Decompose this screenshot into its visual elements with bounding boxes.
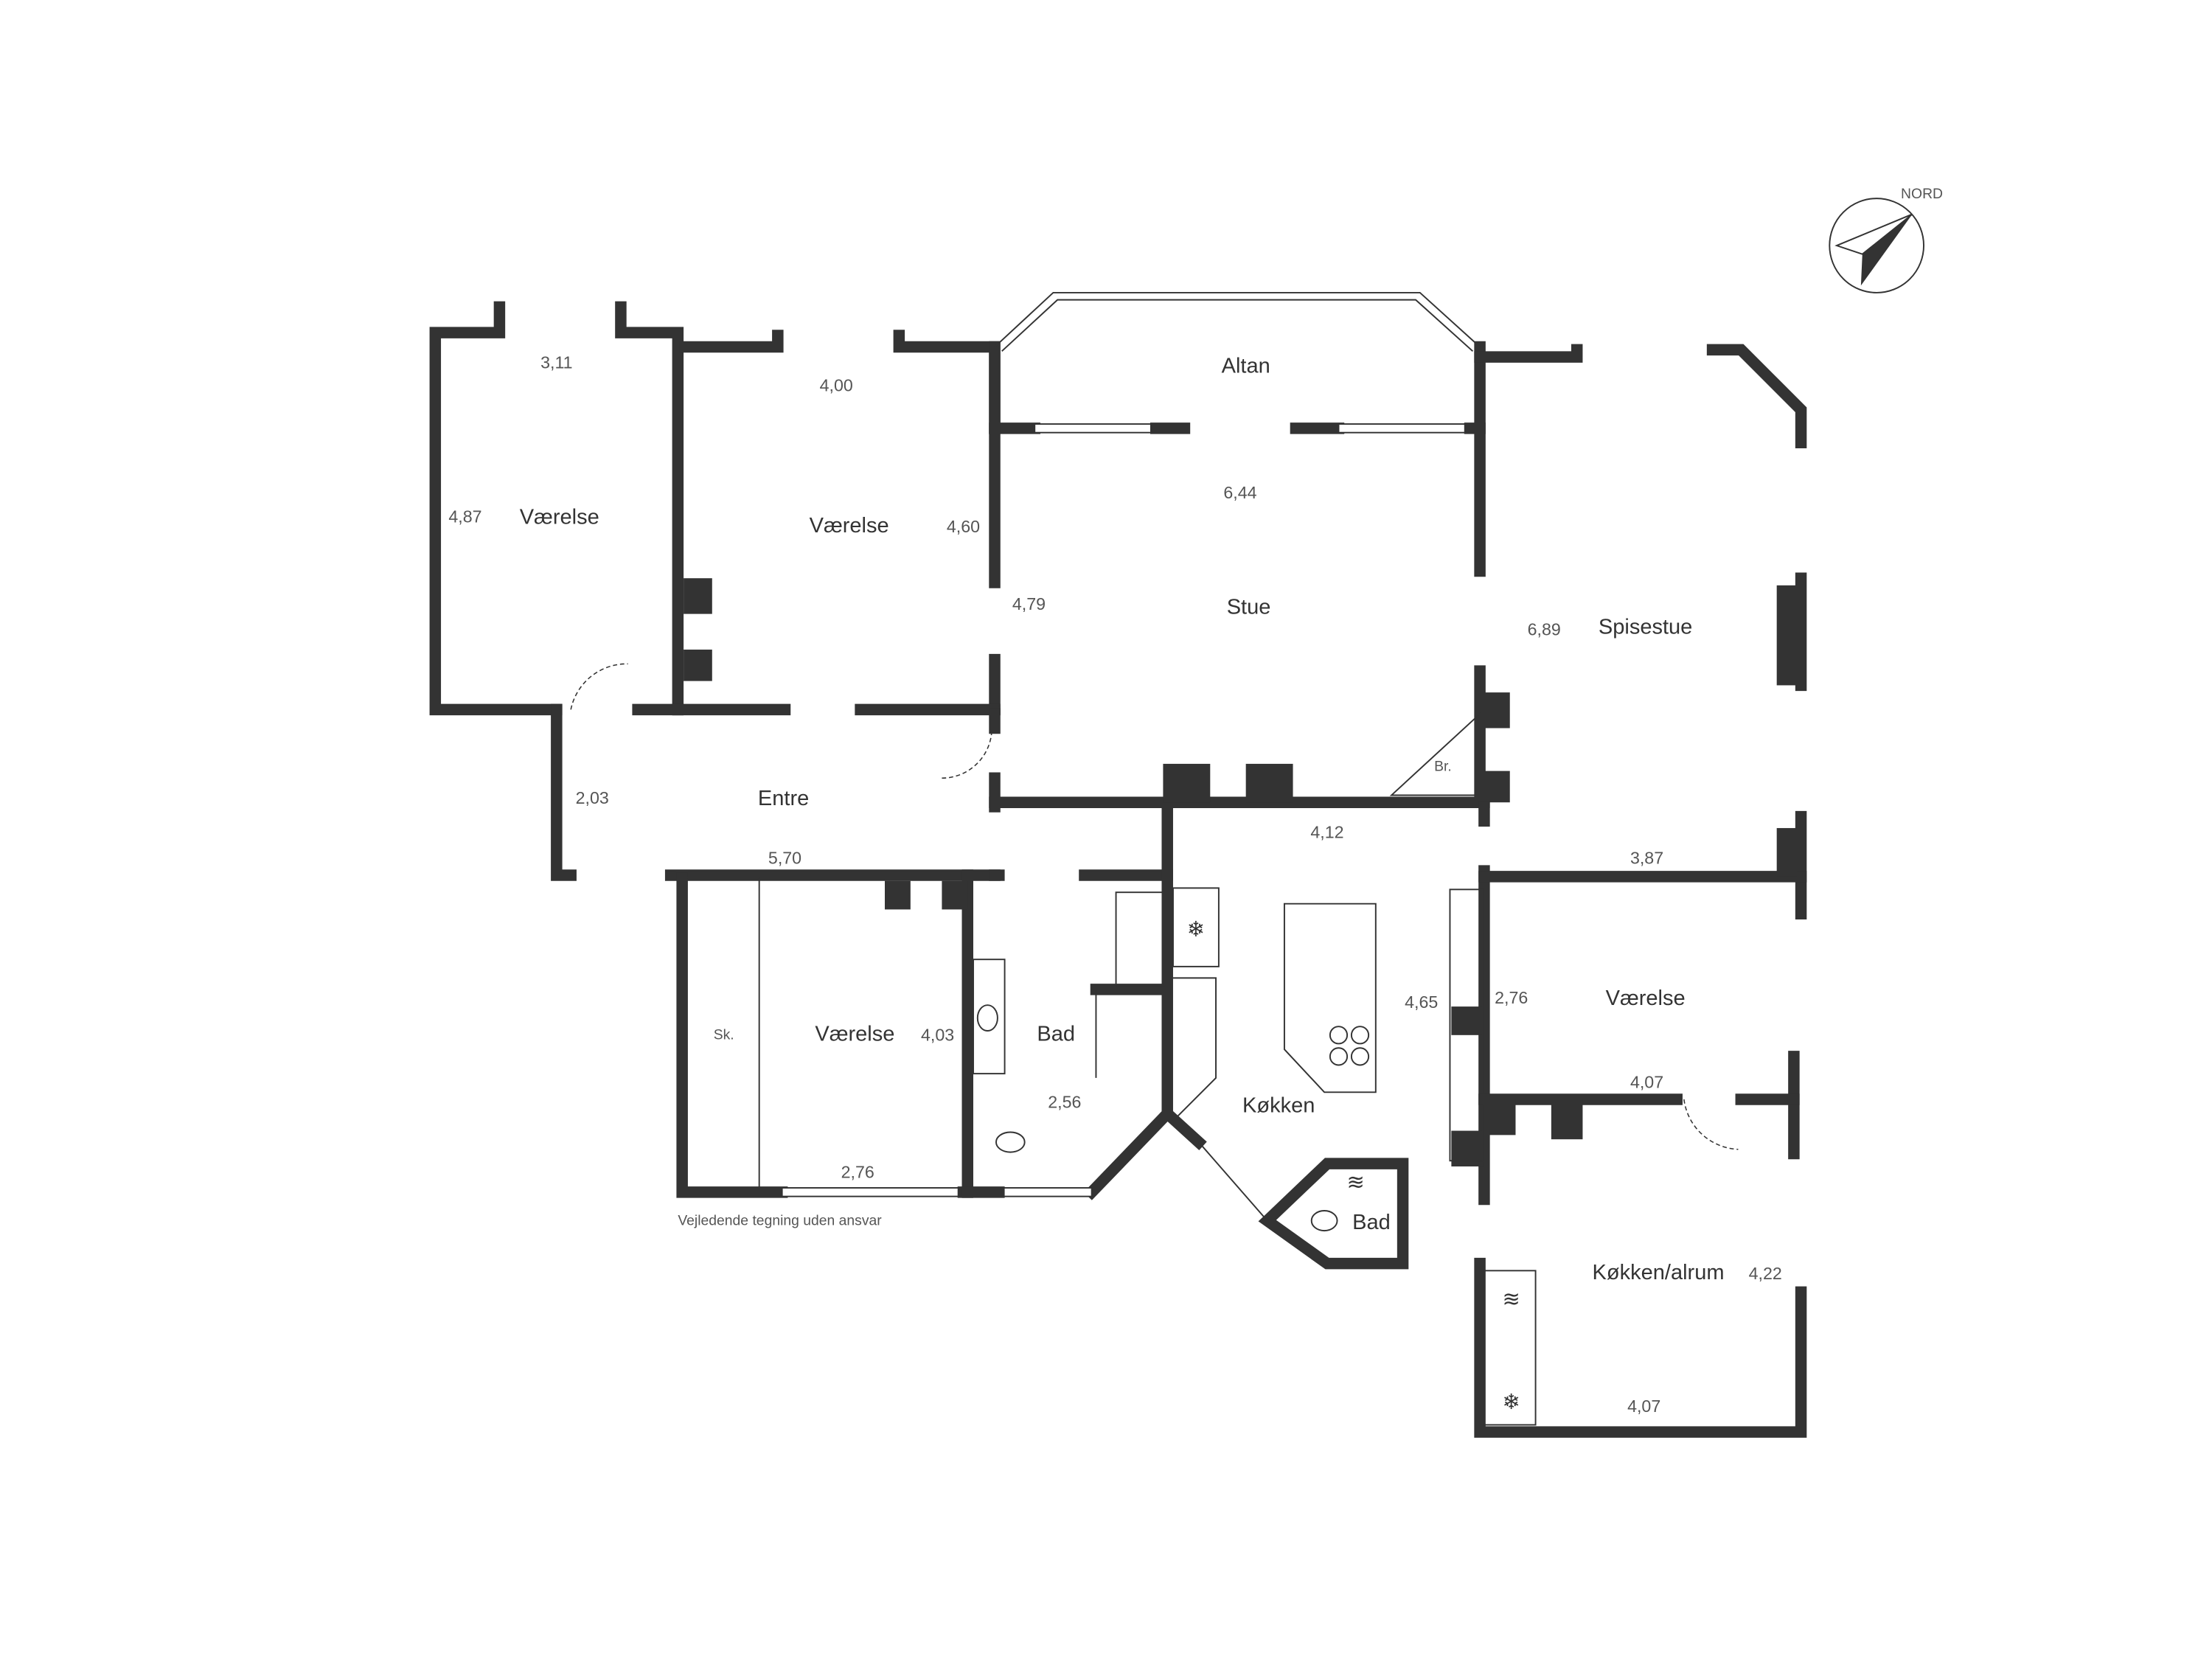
room-name: Spisestue [1599,616,1692,639]
svg-text:4,60: 4,60 [947,517,980,536]
svg-text:3,87: 3,87 [1630,848,1663,867]
fireplace: Br. [1389,712,1481,796]
footer-note: Vejledende tegning uden ansvar [678,1212,882,1228]
svg-text:5,70: 5,70 [768,848,801,867]
room-labels: Værelse 3,11 4,87 Værelse 4,00 4,60 Alta… [448,353,1781,1416]
room-name: Stue [1227,596,1271,619]
room-name: Bad [1037,1023,1075,1046]
room-name: Entre [758,787,809,810]
svg-text:4,65: 4,65 [1405,992,1438,1012]
svg-text:4,22: 4,22 [1749,1264,1782,1283]
svg-text:2,76: 2,76 [841,1162,874,1181]
svg-text:3,11: 3,11 [540,353,572,372]
room-name: Værelse [520,506,599,529]
svg-text:4,03: 4,03 [921,1026,954,1045]
room-name: Værelse [815,1023,894,1046]
svg-text:6,89: 6,89 [1528,620,1561,639]
compass-label: NORD [1901,186,1943,202]
room-name: Værelse [1606,987,1686,1010]
hob-icon [1350,1026,1370,1045]
room-name: Bad [1352,1211,1391,1234]
room-name: Værelse [810,514,889,538]
toilet-icon [1310,1210,1338,1232]
room-name: Køkken/alrum [1593,1261,1725,1284]
svg-text:4,00: 4,00 [820,376,853,395]
svg-text:Br.: Br. [1434,759,1452,775]
svg-text:2,03: 2,03 [576,788,609,807]
hob-icon [1350,1047,1370,1066]
toilet-icon [995,1131,1026,1153]
sink-icon [976,1004,998,1032]
svg-text:4,07: 4,07 [1627,1397,1660,1416]
room-name: Køkken [1242,1093,1315,1117]
svg-text:4,07: 4,07 [1630,1072,1663,1091]
svg-text:4,87: 4,87 [448,507,481,526]
svg-text:6,44: 6,44 [1223,483,1256,502]
hob-icon [1329,1026,1349,1045]
oven-icon: ≋ [1503,1288,1520,1312]
room-name: Altan [1222,354,1270,378]
svg-text:2,76: 2,76 [1495,988,1528,1007]
washer-icon: ≋ [1347,1171,1365,1194]
svg-text:4,12: 4,12 [1310,823,1343,842]
compass: NORD [1829,186,1943,293]
freezer-icon: ❄ [1503,1391,1520,1414]
freezer-icon: ❄ [1187,918,1205,942]
hob-icon [1329,1047,1349,1066]
closet-label: Sk. [714,1027,734,1043]
svg-text:4,79: 4,79 [1012,594,1046,613]
svg-text:2,56: 2,56 [1048,1093,1081,1112]
